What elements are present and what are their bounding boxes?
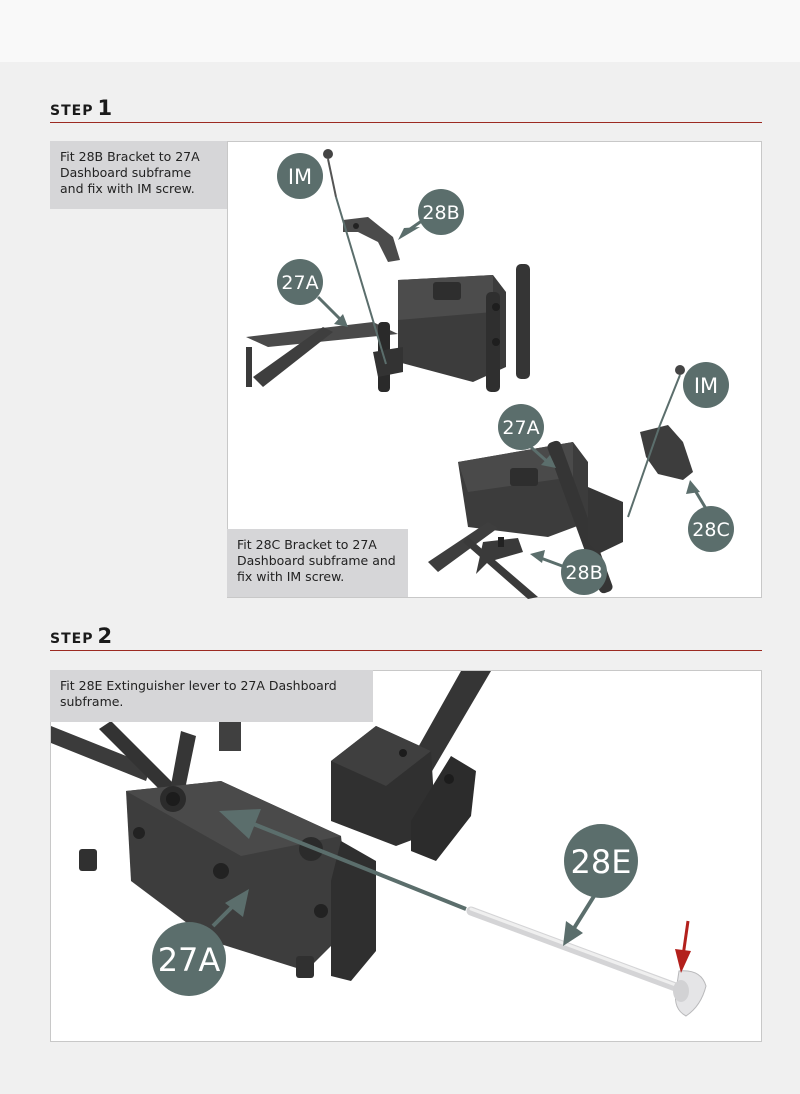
callout-27A-step-2: 27A [152,922,226,996]
bracket-28B-lower-part [476,537,523,574]
im-screw-upper [323,149,387,365]
callout-28E: 28E [564,824,638,898]
callout-28B-lower: 28B [561,549,607,595]
callout-28E-label: 28E [571,843,632,881]
step-1-word: STEP [50,103,94,119]
callout-28B-upper: 28B [418,189,464,235]
callout-28C: 28C [688,506,734,552]
callout-IM-upper: IM [277,153,323,199]
step-1-number: 1 [97,96,113,120]
step-2-caption: Fit 28E Extinguisher lever to 27A Dashbo… [50,670,373,722]
callout-pointers-step-2 [211,889,598,946]
callout-27A-step-2-label: 27A [158,941,221,979]
lever-28E-part [466,906,707,1017]
step-1-caption-1: Fit 28B Bracket to 27A Dashboard subfram… [50,141,227,209]
bracket-28B-part [343,217,400,262]
step-1-illustration: IM 28B 27A IM 27A 28C 28B [246,149,734,599]
step-2-illustration-panel: 28E 27A [50,670,762,1042]
callout-pointers [316,218,710,572]
push-arrow-red [675,920,691,973]
callout-27A-lower: 27A [498,404,544,450]
callout-27A-lower-label: 27A [502,417,539,439]
step-1-rule [50,122,762,123]
callout-28B-lower-label: 28B [565,562,602,584]
callout-IM-lower: IM [683,362,729,408]
step-2-number: 2 [97,624,113,648]
callout-28B-upper-label: 28B [422,202,459,224]
upper-subframe-27A [246,264,530,392]
callout-27A-upper-label: 27A [281,272,318,294]
step-2-rule [50,650,762,651]
insertion-arrow [219,809,467,911]
callout-27A-upper: 27A [277,259,323,305]
step-2-word: STEP [50,631,94,647]
bracket-28C-part [640,425,693,480]
step-2-illustration: 28E 27A [51,671,707,1017]
header-band [0,0,800,62]
im-screw-lower [627,365,685,518]
callout-IM-lower-label: IM [694,374,718,398]
step-1-illustration-panel: IM 28B 27A IM 27A 28C 28B [227,141,762,599]
callout-IM-upper-label: IM [288,165,312,189]
callout-28C-label: 28C [692,519,729,541]
step-1-caption-2: Fit 28C Bracket to 27A Dashboard subfram… [227,529,408,597]
